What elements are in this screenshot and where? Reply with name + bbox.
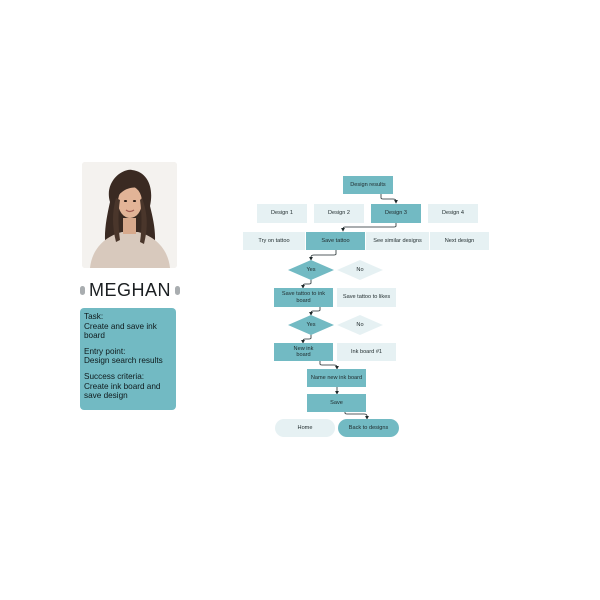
right-dot-icon	[174, 285, 180, 295]
node-design-2: Design 2	[314, 204, 364, 223]
node-ink-board-1: Ink board #1	[337, 343, 396, 361]
decision-no-1-label: No	[356, 267, 364, 273]
node-next-design: Next design	[430, 232, 489, 250]
node-name-new-ink-board: Name new ink board	[307, 369, 366, 387]
connector-new-ink-board-to-name	[319, 361, 339, 370]
task-block: Task: Create and save ink board	[84, 312, 172, 341]
success-criteria-block: Success criteria: Create ink board and s…	[84, 372, 172, 401]
connector-save-ink-board-to-yes2	[309, 307, 321, 316]
node-design-1: Design 1	[257, 204, 307, 223]
left-dot-icon	[80, 285, 85, 295]
entry-point-label: Entry point:	[84, 346, 126, 356]
persona-photo	[82, 162, 177, 268]
connector-results-to-design3	[380, 194, 398, 204]
node-design-4: Design 4	[428, 204, 478, 223]
connector-design3-to-save-tattoo	[341, 223, 397, 232]
decision-yes-2: Yes	[288, 315, 334, 335]
persona-portrait-icon	[82, 162, 177, 268]
node-back-to-designs: Back to designs	[338, 419, 399, 437]
persona-info-card: Task: Create and save ink board Entry po…	[80, 308, 176, 410]
success-criteria-value: Create ink board and save design	[84, 381, 161, 401]
decision-yes-1: Yes	[288, 260, 334, 280]
node-new-ink-board: New ink board	[274, 343, 333, 361]
node-design-3: Design 3	[371, 204, 421, 223]
entry-point-value: Design search results	[84, 356, 163, 366]
node-see-similar-designs: See similar designs	[366, 232, 429, 250]
node-design-results: Design results	[343, 176, 393, 194]
persona-name-row: MEGHAN	[80, 279, 180, 301]
decision-no-1: No	[337, 260, 383, 280]
connector-yes1-to-save-ink-board	[301, 279, 312, 289]
persona-name: MEGHAN	[88, 279, 171, 300]
connector-lines	[301, 194, 398, 420]
decision-yes-2-label: Yes	[306, 322, 316, 328]
decision-no-2: No	[337, 315, 383, 335]
task-label: Task:	[84, 312, 104, 321]
node-save-tattoo: Save tattoo	[306, 232, 365, 250]
node-try-on-tattoo: Try on tattoo	[243, 232, 305, 250]
decision-yes-1-label: Yes	[306, 267, 316, 273]
entry-point-block: Entry point: Design search results	[84, 347, 172, 366]
connector-yes2-to-new-ink-board	[301, 334, 312, 344]
node-save: Save	[307, 394, 366, 412]
task-value: Create and save ink board	[84, 321, 157, 341]
connector-save-to-back	[344, 411, 369, 420]
connector-save-tattoo-to-yes1	[309, 250, 337, 261]
node-save-tattoo-to-ink-board: Save tattoo to ink board	[274, 288, 333, 307]
decision-no-2-label: No	[356, 322, 364, 328]
node-home: Home	[275, 419, 335, 437]
success-criteria-label: Success criteria:	[84, 371, 145, 381]
node-save-tattoo-to-likes: Save tattoo to likes	[337, 288, 396, 307]
